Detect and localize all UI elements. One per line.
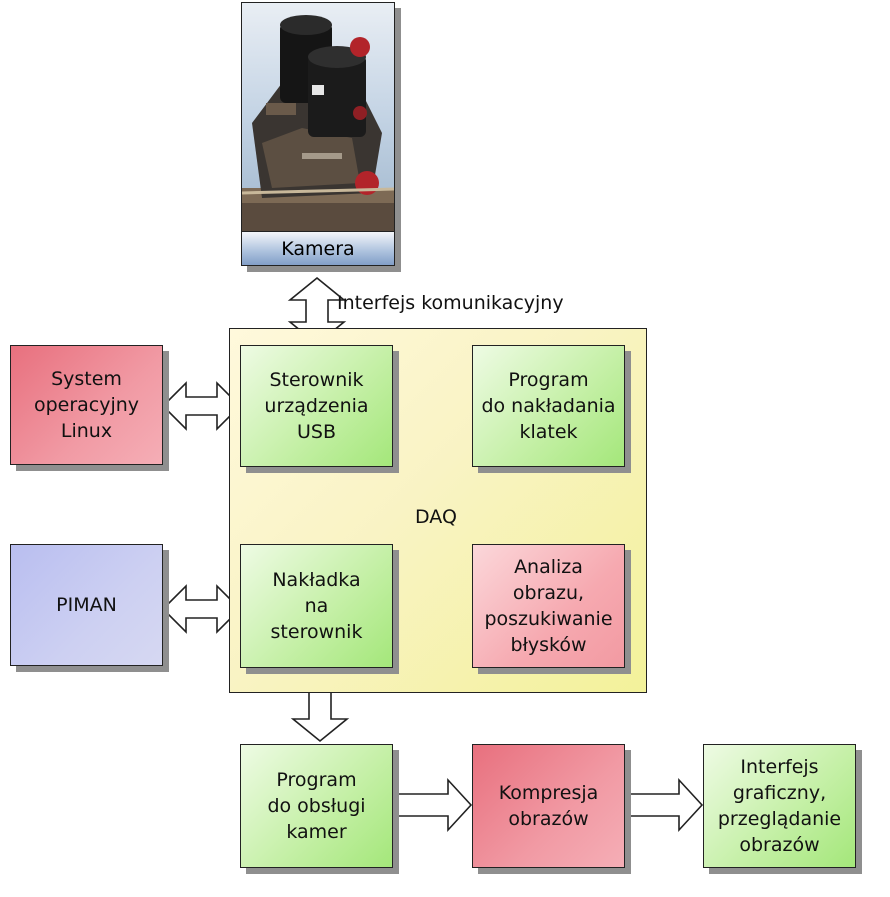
usb-driver-text: Sterownik urządzenia USB bbox=[264, 369, 369, 443]
camera-photo bbox=[242, 3, 394, 231]
frame-stacking-box: Program do nakładania klatek bbox=[472, 345, 625, 467]
image-analysis-box: Analiza obrazu, poszukiwanie błysków bbox=[472, 544, 625, 668]
camera-label: Kamera bbox=[242, 231, 394, 265]
interface-label: Interfejs komunikacyjny bbox=[337, 292, 564, 314]
compression-text: Kompresja obrazów bbox=[498, 782, 599, 830]
system-linux-box: System operacyjny Linux bbox=[10, 345, 163, 465]
camera-program-text: Program do obsługi kamer bbox=[267, 769, 366, 843]
gui-text: Interfejs graficzny, przeglądanie obrazó… bbox=[717, 756, 842, 856]
piman-text: PIMAN bbox=[56, 594, 117, 616]
gui-box: Interfejs graficzny, przeglądanie obrazó… bbox=[703, 744, 856, 868]
frame-stacking-text: Program do nakładania klatek bbox=[481, 369, 616, 443]
daq-label: DAQ bbox=[415, 506, 457, 528]
arrow-kompresja-interfejs bbox=[625, 777, 704, 833]
system-linux-text: System operacyjny Linux bbox=[33, 368, 140, 442]
camera-program-box: Program do obsługi kamer bbox=[240, 744, 393, 868]
usb-driver-box: Sterownik urządzenia USB bbox=[240, 345, 393, 467]
compression-box: Kompresja obrazów bbox=[472, 744, 625, 868]
camera-box: Kamera bbox=[241, 2, 395, 266]
driver-overlay-text: Nakładka na sterownik bbox=[270, 569, 363, 643]
driver-overlay-box: Nakładka na sterownik bbox=[240, 544, 393, 668]
piman-box: PIMAN bbox=[10, 544, 163, 666]
image-analysis-text: Analiza obrazu, poszukiwanie błysków bbox=[484, 556, 613, 656]
arrow-obslugi-kompresja bbox=[394, 777, 473, 833]
